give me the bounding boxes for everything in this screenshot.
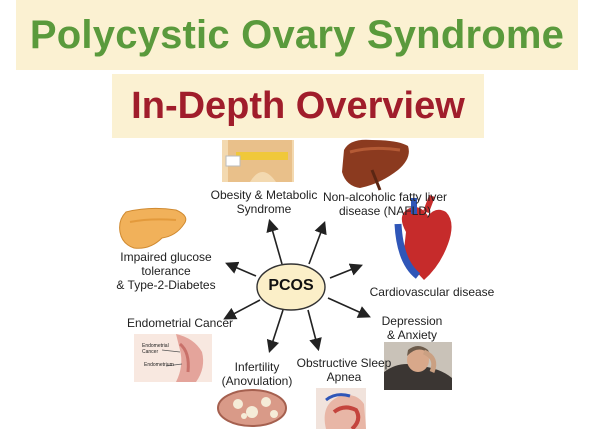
label-infertility: Infertility (Anovulation) [221, 360, 293, 388]
label-endometrial: Endometrial Cancer [126, 316, 234, 330]
label-apnea: Obstructive Sleep Apnea [296, 356, 392, 384]
label-nafld: Non-alcoholic fatty liver disease (NAFLD… [322, 190, 448, 218]
label-glucose: Impaired glucose tolerance & Type-2-Diab… [116, 250, 216, 292]
uterus-icon [134, 334, 212, 382]
uterus-annotation-endometrium: Endometrium [144, 362, 174, 368]
pcos-hub [256, 263, 326, 311]
liver-icon [342, 139, 409, 191]
hub-label: PCOS [268, 277, 314, 294]
uterus-annotation-cancer: Endometrial Cancer [142, 343, 169, 355]
title-banner: Polycystic Ovary Syndrome [16, 0, 578, 70]
waist-measure-icon [222, 140, 294, 182]
label-depression: Depression & Anxiety [381, 314, 443, 342]
sleep-apnea-icon [316, 388, 366, 429]
pancreas-icon [119, 207, 187, 249]
ovary-icon [217, 389, 287, 427]
heart-icon [394, 194, 452, 280]
page-title: Polycystic Ovary Syndrome [29, 12, 565, 57]
label-cardio: Cardiovascular disease [369, 285, 495, 299]
subtitle-banner: In-Depth Overview [112, 74, 484, 138]
distressed-person-icon [384, 342, 452, 390]
page-subtitle: In-Depth Overview [131, 84, 465, 127]
connector-arrows [223, 218, 371, 354]
label-obesity: Obesity & Metabolic Syndrome [210, 188, 318, 216]
